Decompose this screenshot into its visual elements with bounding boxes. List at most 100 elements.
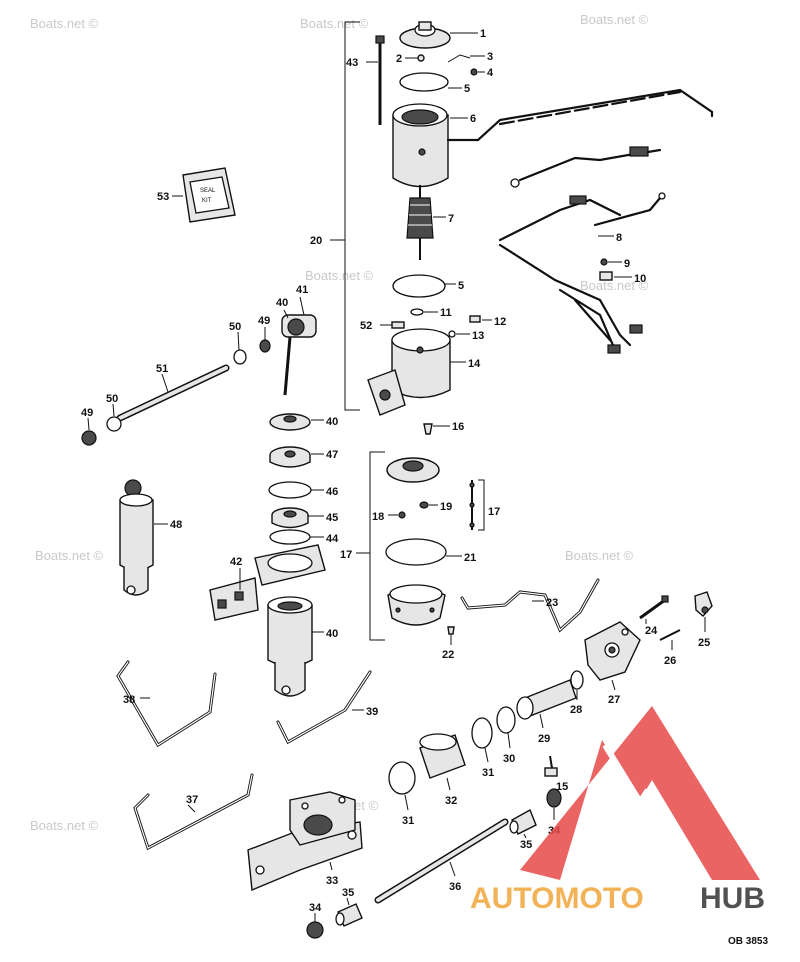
part-o-ring [388, 761, 416, 795]
callout-17: 17 [488, 506, 500, 518]
part-ball [398, 511, 406, 519]
part-pump-housing [367, 328, 451, 416]
callout-52: 52 [360, 320, 372, 332]
part-clip [447, 54, 471, 63]
watermark: Boats.net © [580, 278, 649, 293]
callout-49b: 49 [81, 407, 93, 419]
callout-40b: 40 [326, 416, 338, 428]
part-screw [600, 258, 608, 266]
bracket-17 [369, 451, 385, 641]
callout-47: 47 [326, 449, 338, 461]
callout-21: 21 [464, 552, 476, 564]
callout-16: 16 [452, 421, 464, 433]
callout-27: 27 [608, 694, 620, 706]
part-trunnion [281, 314, 317, 396]
part-screw [391, 321, 405, 329]
callout-28: 28 [570, 704, 582, 716]
watermark: Boats.net © [35, 548, 104, 563]
callout-40: 40 [276, 297, 288, 309]
callout-29: 29 [538, 733, 550, 745]
watermark: Boats.net © [305, 268, 374, 283]
part-relief-valve [469, 480, 475, 530]
callout-34b: 34 [309, 902, 322, 914]
callout-26: 26 [664, 655, 676, 667]
part-o-ring [496, 706, 516, 734]
part-motor-frame [392, 103, 449, 188]
part-cylinder-cap [269, 413, 311, 431]
watermark: Boats.net © [30, 16, 99, 31]
callout-37: 37 [186, 794, 198, 806]
bracket-20 [344, 21, 360, 411]
callout-14: 14 [468, 358, 481, 370]
part-piston [271, 507, 309, 529]
callout-11: 11 [440, 307, 452, 319]
part-screw [470, 68, 478, 76]
part-reservoir [387, 584, 446, 626]
callout-3: 3 [487, 51, 493, 63]
callout-15: 15 [556, 781, 568, 793]
part-o-ring [471, 717, 493, 749]
watermark: Boats.net © [580, 12, 649, 27]
callout-25: 25 [698, 637, 710, 649]
part-shaft-housing [516, 679, 577, 720]
callout-49: 49 [258, 315, 270, 327]
part-o-ring [392, 274, 446, 298]
callout-22: 22 [442, 649, 454, 661]
part-mounting-block [247, 791, 363, 892]
callout-40c: 40 [326, 628, 338, 640]
watermark: Boats.net © [565, 548, 634, 563]
callout-38: 38 [123, 694, 135, 706]
part-pivot-rod [116, 364, 230, 422]
part-through-bolt [375, 35, 385, 125]
part-manifold [584, 621, 641, 681]
callout-35: 35 [520, 839, 532, 851]
callout-39: 39 [366, 706, 378, 718]
part-clamp-bracket [209, 544, 326, 621]
callout-50b: 50 [106, 393, 118, 405]
callout-20: 20 [310, 235, 322, 247]
part-fitting-35 [509, 809, 537, 835]
callout-19: 19 [440, 501, 452, 513]
part-armature [406, 185, 434, 260]
callout-13: 13 [472, 330, 484, 342]
part-lower-cylinder [267, 596, 313, 697]
callout-42: 42 [230, 556, 242, 568]
part-washer [233, 349, 247, 365]
part-fitting-35b [335, 903, 363, 927]
callout-7: 7 [448, 213, 454, 225]
part-pump-body [386, 457, 440, 483]
callout-35b: 35 [342, 887, 354, 899]
svg-text:KIT: KIT [202, 198, 212, 204]
callout-46: 46 [326, 486, 338, 498]
part-check-valve [419, 501, 429, 509]
part-terminal [599, 271, 613, 281]
part-seal [448, 330, 456, 338]
logo-triangle [520, 706, 760, 880]
callout-32: 32 [445, 795, 457, 807]
logo-word-auto: AUTOMOTO [470, 882, 644, 915]
callout-18: 18 [372, 511, 384, 523]
part-hydraulic-line-38 [116, 660, 217, 748]
callout-31b: 31 [402, 815, 414, 827]
callout-30: 30 [503, 753, 515, 765]
callout-51: 51 [156, 363, 168, 375]
callout-23: 23 [546, 597, 558, 609]
part-o-ring [399, 72, 449, 92]
callout-4: 4 [487, 67, 494, 79]
callout-33: 33 [326, 875, 338, 887]
callout-41: 41 [296, 284, 308, 296]
part-nut [546, 788, 562, 808]
callout-17b: 17 [340, 549, 352, 561]
callout-45: 45 [326, 512, 338, 524]
part-elbow-fitting [694, 591, 713, 617]
part-hydraulic-line-23 [460, 578, 600, 633]
part-nut [259, 339, 271, 353]
callout-9: 9 [624, 258, 630, 270]
callout-5b: 5 [458, 280, 464, 292]
part-piston-head [269, 446, 311, 468]
callout-1: 1 [480, 28, 486, 40]
callout-6: 6 [470, 113, 476, 125]
svg-text:SEAL: SEAL [200, 188, 216, 194]
logo-word-hub: HUB [700, 882, 765, 915]
